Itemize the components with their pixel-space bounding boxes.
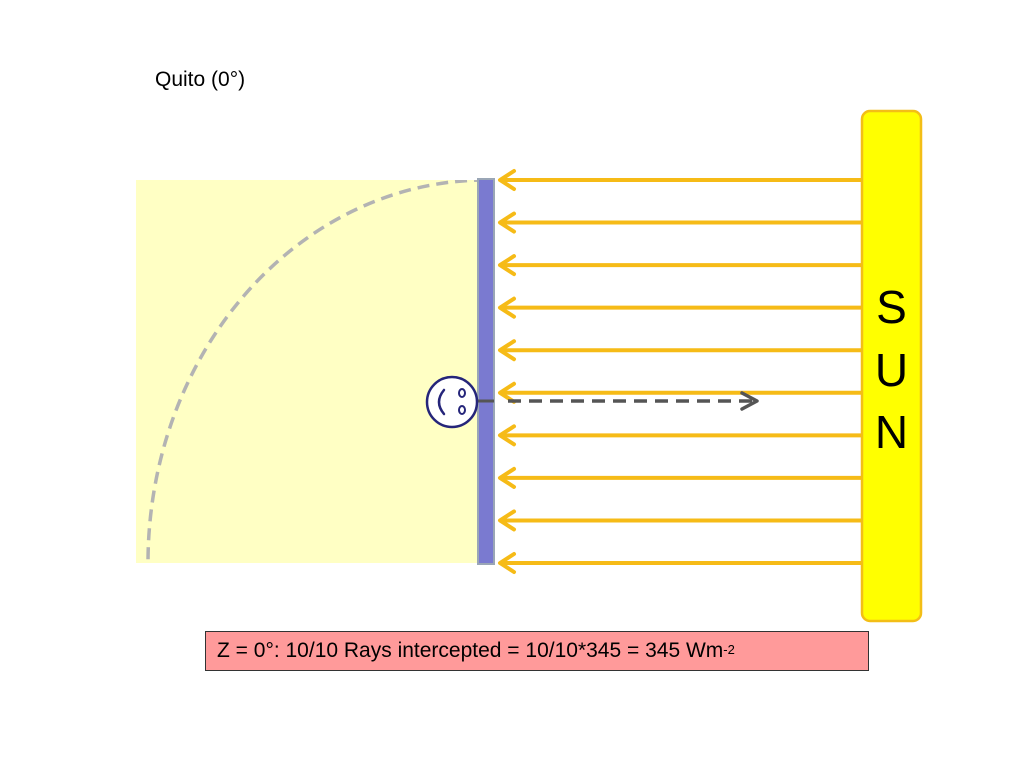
location-title: Quito (0°) (155, 68, 246, 91)
sun-label-letter: N (874, 406, 909, 458)
sun-ray-arrowhead (498, 296, 516, 319)
sun (860, 109, 923, 623)
surface-bar (477, 178, 495, 565)
sun-label-letter: S (876, 281, 907, 333)
sun-ray-arrowhead (498, 381, 516, 404)
sun-ray-arrowhead (498, 339, 516, 362)
sun-ray-arrowhead (498, 424, 516, 447)
sun-ray-arrowhead (498, 169, 516, 191)
horizon-arc (146, 180, 486, 563)
sun-ray-arrowhead (498, 254, 516, 277)
smiley-face-icon (425, 375, 479, 429)
sun-ray-arrowhead (498, 509, 516, 532)
formula-text: Z = 0°: 10/10 Rays intercepted = 10/10*3… (217, 639, 724, 662)
sun-ray-arrowhead (498, 466, 516, 489)
sun-ray-arrowhead (498, 552, 516, 574)
formula-superscript: -2 (723, 641, 735, 657)
formula-box: Z = 0°: 10/10 Rays intercepted = 10/10*3… (205, 631, 869, 671)
zenith-arrow-head (740, 391, 759, 411)
ground-region (136, 180, 486, 563)
sun-rays (498, 169, 862, 574)
sun-label-letter: U (874, 344, 909, 396)
sun-ray-arrowhead (498, 211, 516, 234)
